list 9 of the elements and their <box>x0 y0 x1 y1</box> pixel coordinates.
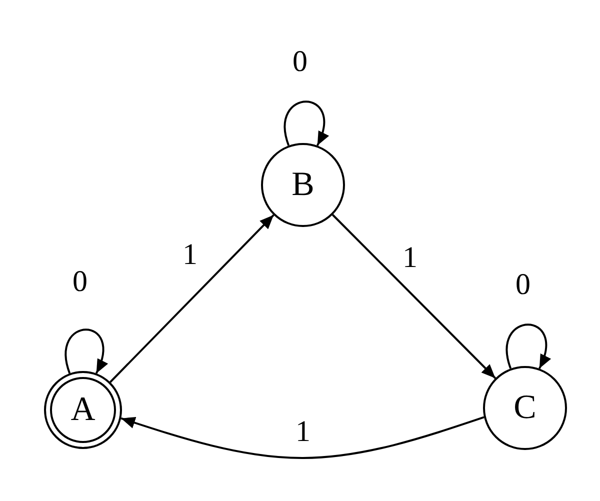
transition-arrow <box>120 416 484 459</box>
state-circle: C <box>483 366 567 450</box>
state-circle: B <box>261 143 345 227</box>
accepting-state-circle: A <box>44 371 122 449</box>
self-loop-arrow <box>65 328 108 374</box>
transition-arrow <box>110 214 274 383</box>
transition-arrow <box>332 214 496 379</box>
self-loop-arrow <box>506 324 550 369</box>
self-loop-arrow <box>284 100 328 146</box>
